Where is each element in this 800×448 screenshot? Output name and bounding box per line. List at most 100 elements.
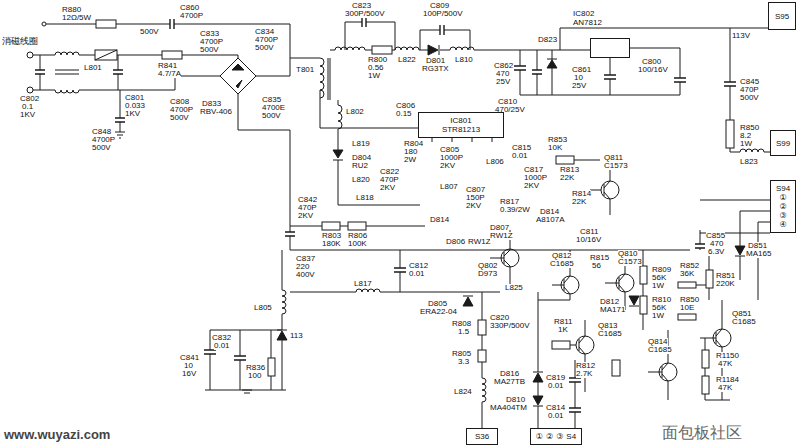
part-label: C842 — [298, 196, 317, 204]
capacitor-symbol — [170, 19, 174, 29]
wire — [33, 22, 770, 428]
part-label: RW1Z — [490, 232, 513, 240]
inductor-symbol — [55, 70, 79, 74]
part-label: 10 — [574, 74, 583, 82]
node-title: S36 — [475, 432, 489, 441]
part-label: 2KV — [524, 182, 539, 190]
part-label: 113V — [732, 32, 750, 40]
capacitor-symbol — [35, 70, 45, 74]
part-label: R805 — [452, 350, 471, 358]
part-label: C823 — [352, 2, 371, 10]
part-label: C1685 — [732, 318, 756, 326]
part-label: Q813 — [598, 322, 618, 330]
connector-block: S36 — [466, 428, 498, 445]
part-label: 22K — [572, 198, 586, 206]
node-title: S94 — [776, 184, 790, 193]
part-label: L818 — [356, 194, 374, 202]
part-label: Q810 — [618, 250, 638, 258]
part-label: 1KV — [125, 110, 140, 118]
resistor-symbol — [612, 360, 620, 376]
part-label: 100 — [248, 372, 261, 380]
part-label: 220K — [716, 280, 735, 288]
part-label: D814 — [430, 216, 449, 224]
part-label: C809 — [430, 2, 449, 10]
part-label: R852 — [680, 262, 699, 270]
part-label: 1K — [558, 326, 568, 334]
part-label: 1W — [652, 282, 664, 290]
part-label: 113 — [290, 332, 303, 340]
part-label: C845 — [740, 78, 759, 86]
part-label: Q814 — [648, 338, 668, 346]
resistor-symbol — [678, 282, 696, 288]
part-label: Q811 — [604, 154, 623, 162]
part-label: 0.01 — [512, 152, 528, 160]
part-label: 500V — [92, 144, 111, 152]
part-label: C808 — [170, 98, 189, 106]
resistor-symbol — [268, 358, 275, 376]
resistor-symbol — [640, 266, 647, 284]
part-label: L819 — [352, 140, 370, 148]
part-label: D806 — [446, 238, 465, 246]
part-label: D810 — [506, 396, 525, 404]
wire — [330, 50, 590, 51]
part-label: C1685 — [648, 346, 672, 354]
node-text: ① — [779, 193, 786, 202]
node-text: ③ — [779, 211, 786, 220]
part-label: 0.1 — [22, 103, 33, 111]
part-label: Q851 — [732, 310, 752, 318]
part-label: 500V — [255, 44, 274, 52]
resistor-symbol — [702, 350, 709, 368]
wire — [643, 230, 706, 330]
transformer-symbol — [338, 105, 342, 129]
part-label: C1573 — [604, 162, 628, 170]
resistor-symbol — [478, 350, 486, 362]
capacitor-symbol — [532, 70, 542, 74]
part-label: C837 — [296, 255, 315, 263]
part-label: 1W — [740, 140, 752, 148]
wire — [290, 250, 500, 292]
part-label: 100P/500V — [423, 10, 463, 18]
part-label: L810 — [455, 56, 473, 64]
part-label: R812 — [576, 362, 595, 370]
transistor-symbol — [604, 181, 610, 199]
part-label: 2KV — [466, 202, 481, 210]
transformer-symbol — [320, 58, 324, 98]
part-label: R850 — [680, 296, 699, 304]
part-label: 10/16V — [576, 236, 601, 244]
wire — [510, 230, 722, 400]
capacitor-symbol — [204, 350, 216, 354]
capacitor-symbol — [394, 268, 406, 272]
part-label: 400V — [296, 271, 315, 279]
part-label: D807 — [490, 224, 509, 232]
part-label: 1000P — [524, 174, 547, 182]
part-label: C806 — [396, 102, 415, 110]
part-label: 47K — [718, 360, 732, 368]
part-label: L822 — [398, 56, 416, 64]
regulator-ic: IC802AN7812 — [590, 38, 630, 58]
resistor-symbol — [372, 46, 392, 54]
inductor-symbol — [482, 378, 486, 402]
part-label: R808 — [452, 320, 471, 328]
wire — [320, 98, 420, 205]
part-label: R814 — [572, 190, 591, 198]
part-label: C807 — [466, 186, 485, 194]
diode-symbol — [232, 64, 244, 88]
part-label: 1KV — [20, 111, 35, 119]
part-label: 消磁线圈 — [2, 36, 38, 46]
part-label: 470P — [740, 86, 759, 94]
capacitor-symbol — [695, 244, 705, 248]
part-label: C834 — [255, 28, 274, 36]
connector-block: S99 — [770, 130, 796, 156]
part-label: R1184 — [716, 376, 739, 384]
part-label: 0.01 — [548, 412, 564, 420]
part-label: 4700E — [262, 104, 285, 112]
transistor-symbol — [552, 276, 570, 294]
node-title: ① — [536, 432, 543, 441]
part-label: R815 — [590, 254, 609, 262]
part-label: C835 — [262, 96, 281, 104]
part-label: 2.7K — [576, 370, 592, 378]
transistor-symbol — [576, 336, 594, 354]
part-label: 1.5 — [458, 328, 469, 336]
transistor-symbol — [490, 181, 731, 381]
